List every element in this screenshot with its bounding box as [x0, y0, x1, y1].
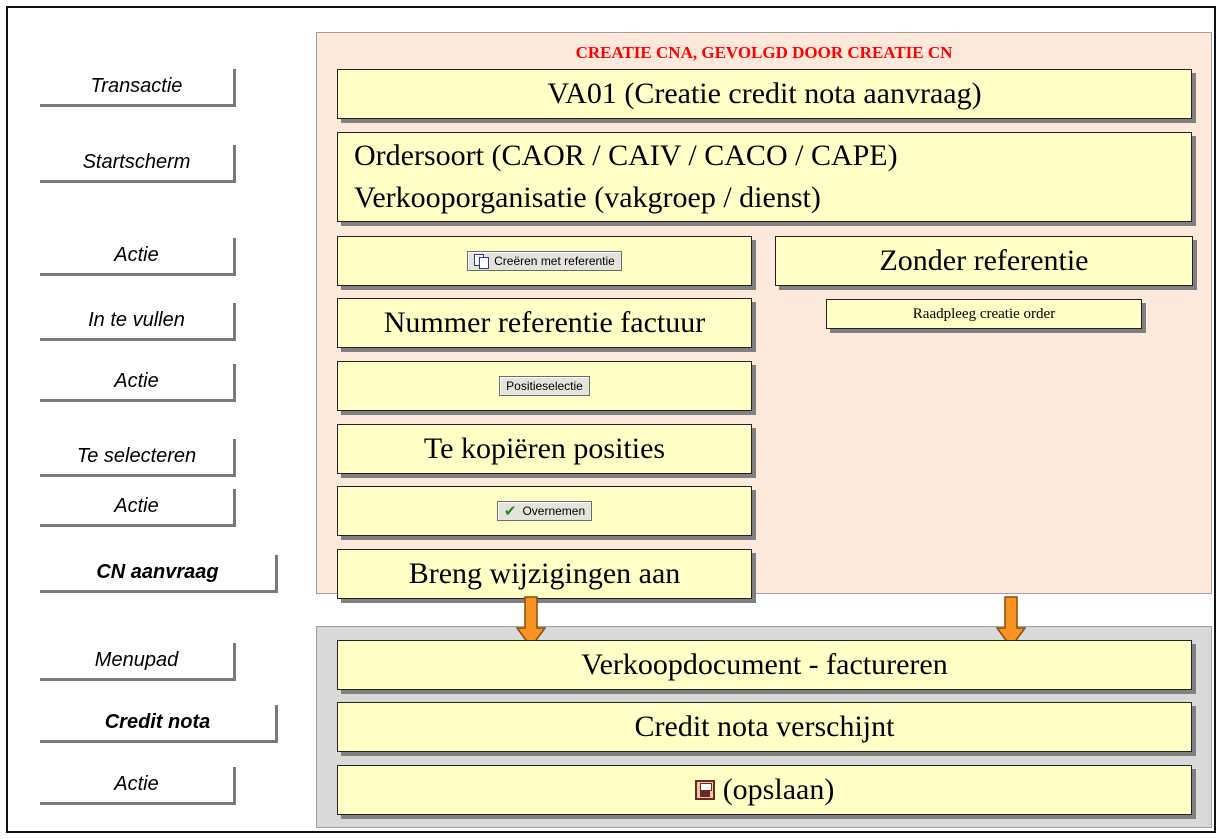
- diagram-frame: [6, 6, 1216, 833]
- label-actie-1: Actie: [40, 238, 236, 276]
- positieselectie-box: Positieselectie: [337, 361, 752, 411]
- creeren-met-referentie-label: Creëren met referentie: [494, 254, 615, 268]
- down-arrow-right: [996, 596, 1026, 648]
- overnemen-box: ✔ Overnemen: [337, 486, 752, 536]
- overnemen-label: Overnemen: [522, 504, 586, 518]
- te-kopieren-box: Te kopiëren posities: [337, 424, 752, 474]
- va01-box: VA01 (Creatie credit nota aanvraag): [337, 69, 1192, 119]
- label-actie-2: Actie: [40, 364, 236, 402]
- diagram-title: CREATIE CNA, GEVOLGD DOOR CREATIE CN: [575, 43, 953, 62]
- raadpleeg-creatie-order-box: Raadpleeg creatie order: [826, 299, 1142, 329]
- overnemen-button[interactable]: ✔ Overnemen: [496, 501, 593, 521]
- label-actie-3: Actie: [40, 489, 236, 527]
- label-te-selecteren: Te selecteren: [40, 439, 236, 477]
- opslaan-box: (opslaan): [337, 765, 1192, 815]
- checkmark-icon: ✔: [503, 502, 517, 520]
- down-arrow-left: [516, 596, 546, 648]
- opslaan-label: (opslaan): [722, 773, 835, 806]
- verkooporganisatie-text: Verkooporganisatie (vakgroep / dienst): [354, 181, 821, 214]
- copy-icon: [474, 254, 490, 269]
- startscherm-box: Ordersoort (CAOR / CAIV / CACO / CAPE) V…: [337, 132, 1192, 222]
- creeren-met-referentie-button[interactable]: Creëren met referentie: [467, 251, 622, 271]
- label-credit-nota: Credit nota: [40, 705, 278, 743]
- ordersoort-text: Ordersoort (CAOR / CAIV / CACO / CAPE): [354, 139, 898, 172]
- label-transactie: Transactie: [40, 69, 236, 107]
- label-actie-4: Actie: [40, 767, 236, 805]
- label-startscherm: Startscherm: [40, 145, 236, 183]
- creeren-met-referentie-box: Creëren met referentie: [337, 236, 752, 286]
- nummer-referentie-box: Nummer referentie factuur: [337, 298, 752, 348]
- positieselectie-button[interactable]: Positieselectie: [499, 376, 590, 396]
- positieselectie-label: Positieselectie: [506, 379, 583, 393]
- credit-nota-verschijnt-box: Credit nota verschijnt: [337, 702, 1192, 752]
- label-menupad: Menupad: [40, 643, 236, 681]
- label-cn-aanvraag: CN aanvraag: [40, 555, 278, 593]
- breng-wijzigingen-box: Breng wijzigingen aan: [337, 549, 752, 599]
- label-in-te-vullen: In te vullen: [40, 303, 236, 341]
- verkoopdocument-box: Verkoopdocument - factureren: [337, 640, 1192, 690]
- zonder-referentie-box: Zonder referentie: [775, 236, 1193, 286]
- save-icon[interactable]: [694, 780, 715, 800]
